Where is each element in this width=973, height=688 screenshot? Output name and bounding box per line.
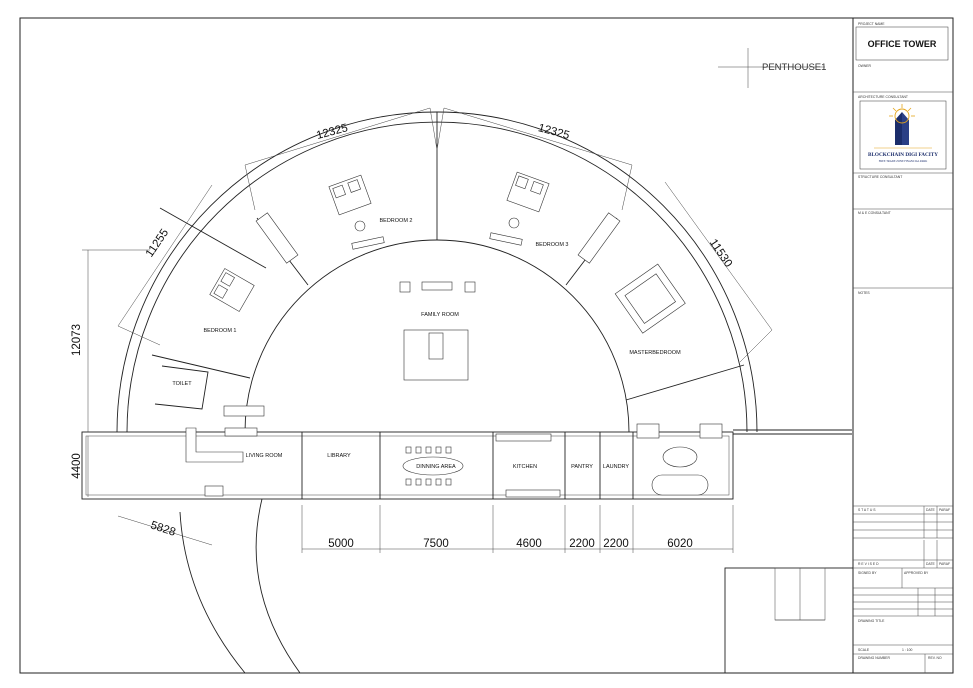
project-name-box [855,26,949,61]
beds [209,171,686,334]
mep-label: M & E CONSULTANT [858,211,891,215]
dimension-lines [82,107,773,553]
dim-left-strip: 4400 [71,453,83,479]
status-date-label: DATE [926,508,936,512]
label-living-room: LIVING ROOM [246,453,283,459]
drawing-number-label: DRAWING NUMBER [858,656,890,660]
dim-right-upper: 11530 [707,237,734,270]
label-bedroom-2: BEDROOM 2 [379,218,412,224]
dim-seg-6: 6020 [667,538,693,550]
label-family-room: FAMILY ROOM [421,312,459,318]
scale-label: SCALE [858,648,870,652]
scale-value: 1 : 100 [902,648,912,652]
project-name: OFFICE TOWER [868,39,937,49]
rev-no-label: REV. NO [928,656,942,660]
title-block: PROJECT NAME OFFICE TOWER OWNER ARCHITEC… [853,22,953,673]
dim-top-right-arc: 12325 [537,122,571,142]
dim-left-vertical: 12073 [71,324,83,356]
label-kitchen: KITCHEN [513,464,537,470]
bed-master [614,263,686,334]
bed-bedroom-2 [328,174,372,216]
label-master-bedroom: MASTERBEDROOM [629,350,681,356]
dim-left-upper: 11255 [144,227,171,260]
sheet-label: PENTHOUSE1 [762,62,826,73]
dim-bottom-left: 5828 [149,519,177,538]
dim-seg-4: 2200 [569,538,595,550]
dim-seg-1: 5000 [328,538,354,550]
dim-seg-3: 4600 [516,538,542,550]
label-dining-area: DINNING AREA [416,464,456,470]
project-name-label: PROJECT NAME [858,22,885,26]
sheet-border [19,17,954,674]
closets [255,212,621,264]
logo-name: BLOCKCHAIN DIGI FACITY [868,152,938,158]
status-paraf-label: PARAF [939,508,950,512]
revised-label: R E V I S E D [858,562,879,566]
strip-furniture [185,423,723,498]
sheet-marker [718,48,825,88]
revised-date-label: DATE [926,562,936,566]
label-bedroom-3: BEDROOM 3 [535,242,568,248]
notes-label: NOTES [858,291,870,295]
blockchain-digi-facity-logo: BLOCKCHAIN DIGI FACITY FREE TRADE ZONE F… [868,104,938,163]
bed-bedroom-1 [209,268,255,312]
drawing-title-label: DRAWING TITLE [858,619,885,623]
signed-label: SIGNED BY [858,571,877,575]
revised-paraf-label: PARAF [939,562,950,566]
dim-top-left-arc: 12325 [315,122,349,142]
dim-seg-5: 2200 [603,538,629,550]
label-bedroom-1: BEDROOM 1 [203,328,236,334]
owner-label: OWNER [858,64,872,68]
structure-label: STRUCTURE CONSULTANT [858,175,902,179]
approved-label: APPROVED BY [904,571,929,575]
dim-seg-2: 7500 [423,538,449,550]
bed-bedroom-3 [506,171,550,213]
label-toilet: TOILET [172,381,192,387]
logo-tagline: FREE TRADE ZONE FINANCIAL PARK [879,160,928,163]
status-label: S T A T U S [858,508,876,512]
label-library: LIBRARY [327,453,351,459]
plan-walls [81,111,854,674]
architecture-label: ARCHITECTURE CONSULTANT [858,95,908,99]
logo-box [859,100,947,170]
label-laundry: LAUNDRY [603,464,630,470]
family-room-furniture [223,217,523,417]
label-pantry: PANTRY [571,464,593,470]
